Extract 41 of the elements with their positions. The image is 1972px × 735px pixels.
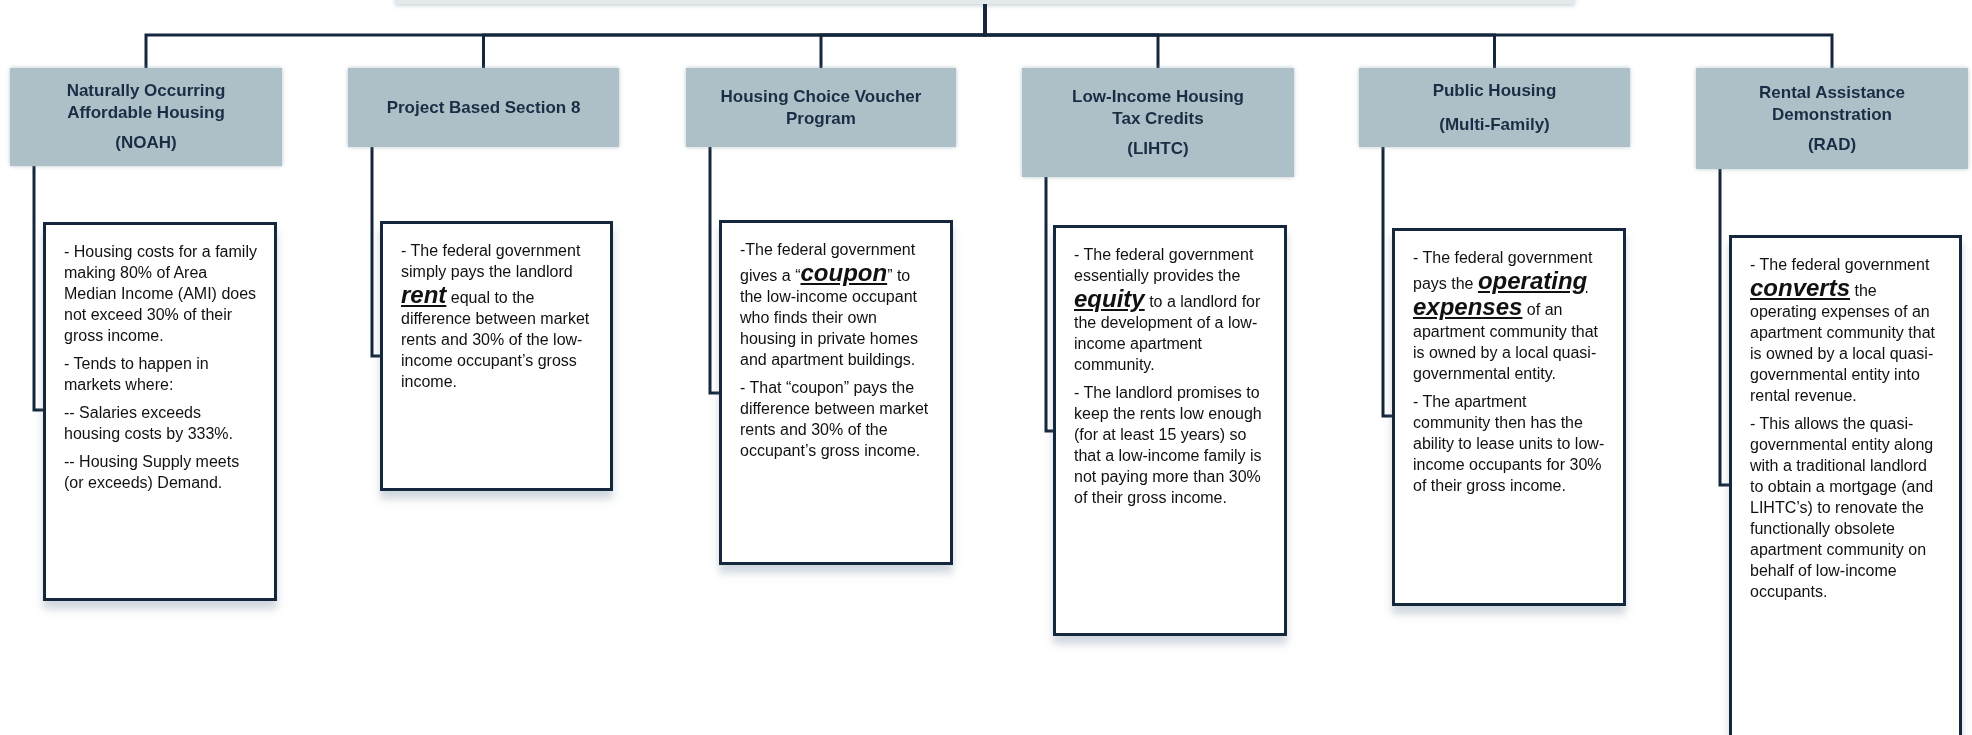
description-box <box>1053 225 1287 636</box>
program-header-box <box>10 68 282 166</box>
program-header-box <box>348 68 619 147</box>
description-text: - That “coupon” pays the difference between market rents and 30% of the occupant’s gross income. <box>740 378 930 462</box>
description-text: - The federal government pays the operating expenses of an apartment community that is owned by a local quasi-governmental entity. <box>1413 248 1599 384</box>
program-header-box <box>1022 68 1294 177</box>
connector-line <box>1718 169 1729 487</box>
connector-line <box>1381 147 1392 418</box>
description-box <box>43 222 277 601</box>
header-title: (RAD) <box>1807 133 1857 156</box>
header-title: Project Based Section 8 <box>386 96 581 119</box>
header-title: Rental Assistance Demonstration <box>1758 81 1906 126</box>
connector-line <box>708 147 719 395</box>
description-text: -The federal government gives a “coupon” to the low-income occupant who finds their own housing in private homes and apartment buildings. <box>740 240 919 371</box>
header-title: Housing Choice Voucher Program <box>720 85 922 130</box>
connector-line <box>32 166 43 412</box>
description-text: - The federal government converts the operating expenses of an apartment community that is owned by a local quasi-governmental entity into rental revenue. <box>1750 255 1936 407</box>
program-header-box <box>1359 68 1630 147</box>
description-box <box>719 220 953 565</box>
description-box <box>1392 228 1626 606</box>
program-header-box <box>686 68 956 147</box>
description-text: - Housing costs for a family making 80% of Area Median Income (AMI) does not exceed 30% of their gross income. <box>64 242 258 346</box>
description-text: - The federal government essentially provides the equity to a landlord for the development of a low-income apartment community. <box>1074 245 1262 376</box>
header-title: Naturally Occurring Affordable Housing <box>65 80 227 124</box>
description-box <box>1729 235 1962 735</box>
header-title: Public Housing <box>1432 79 1557 102</box>
connector-line <box>1044 177 1053 433</box>
program-header-box <box>1696 68 1968 169</box>
header-title: (NOAH) <box>115 132 177 154</box>
description-text: - The apartment community then has the ability to lease units to low-income occupants for 30% of their gross income. <box>1413 391 1606 496</box>
description-text: - The landlord promises to keep the rents low enough (for at least 15 years) so that a low-income family is not paying more than 30% of their gross income. <box>1074 383 1263 509</box>
description-text: -- Salaries exceeds housing costs by 333%. <box>64 403 234 444</box>
header-title: Low-Income Housing Tax Credits <box>1071 85 1245 130</box>
description-text: - Tends to happen in markets where: <box>64 354 210 395</box>
header-title: (LIHTC) <box>1127 137 1189 160</box>
description-box <box>380 221 613 491</box>
header-title: (Multi-Family) <box>1439 113 1550 136</box>
description-text: - The federal government simply pays the landlord rent equal to the difference between market rents and 30% of the low-income occupant’s gross income. <box>401 241 591 393</box>
connector-line <box>370 147 380 358</box>
description-text: -- Housing Supply meets (or exceeds) Demand. <box>64 452 241 493</box>
description-text: - This allows the quasi-governmental entity along with a traditional landlord to obtain a mortgage (and LIHTC’s) to renovate the functionally obsolete apartment community on behalf of low-income occupants. <box>1750 414 1935 603</box>
